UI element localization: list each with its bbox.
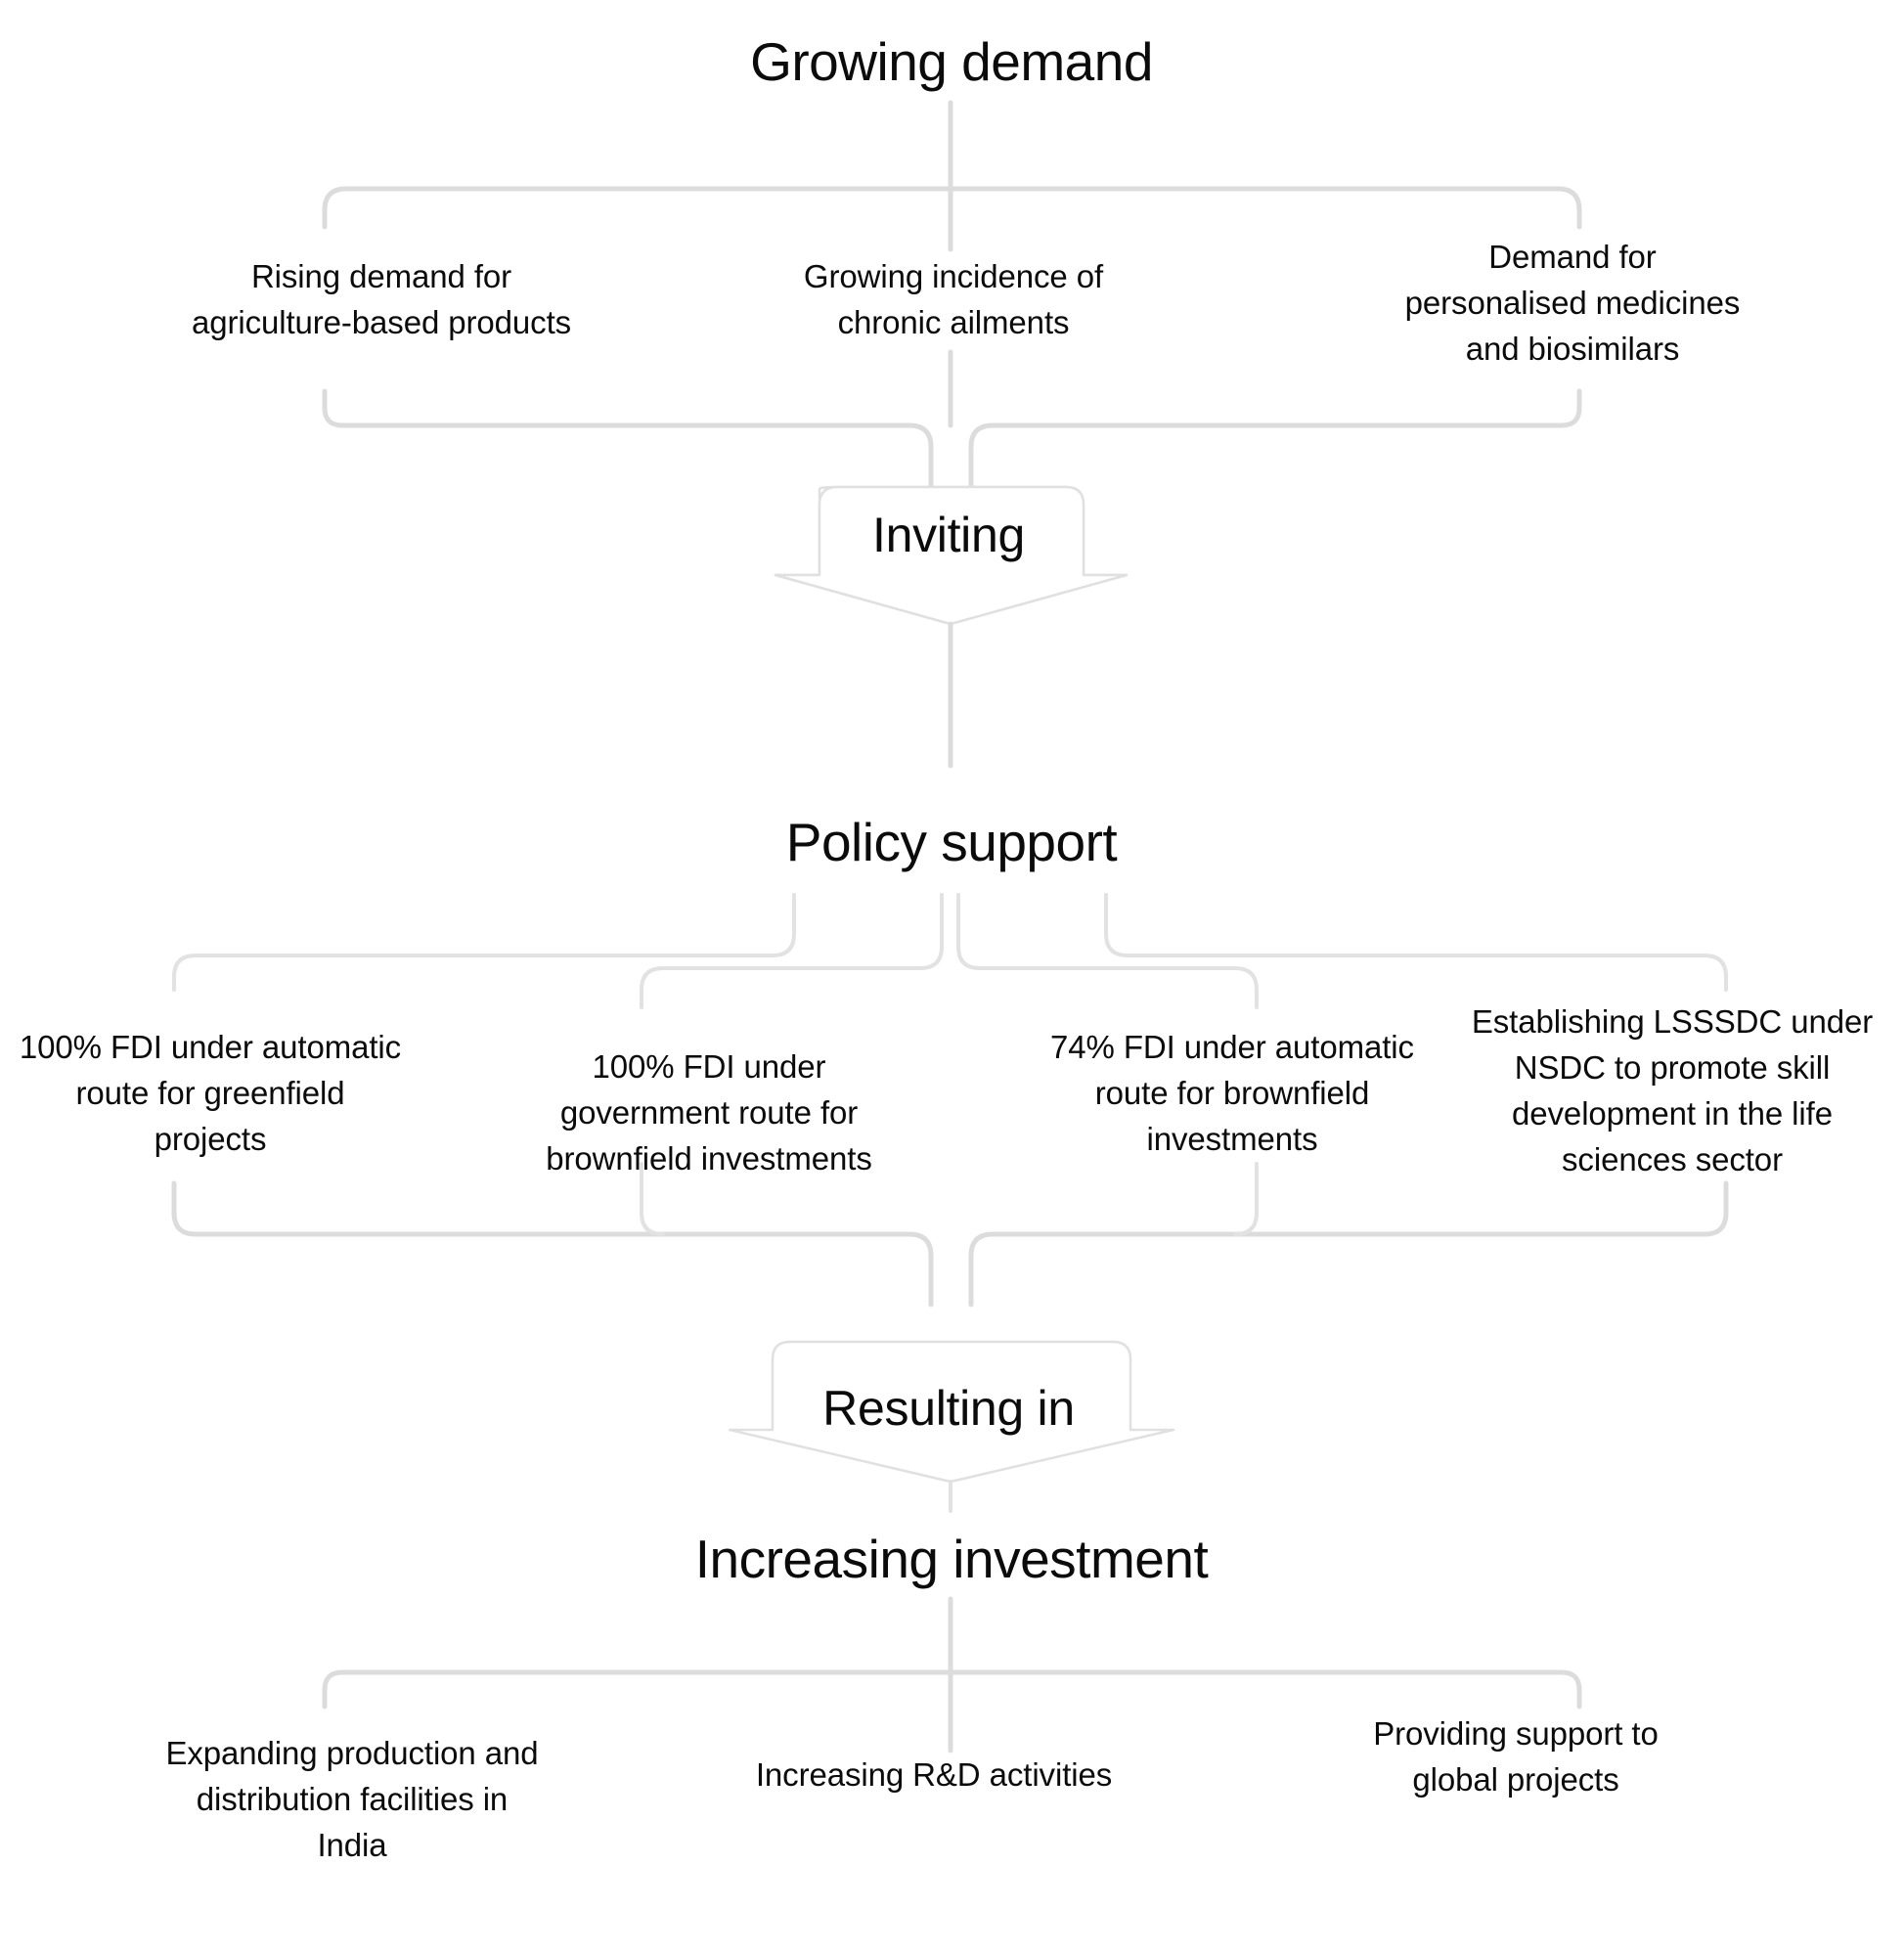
leaf-providing-support-global-projects: Providing support to global projects	[1373, 1715, 1659, 1798]
connector-feed-tier2-inner-left	[640, 1162, 665, 1236]
leaf-increasing-rnd-activities: Increasing R&D activities	[755, 1756, 1113, 1793]
leaf-lsssdc-nsdc-skill-development: Establishing LSSSDC under NSDC to promot…	[1471, 1003, 1874, 1177]
leaf-expanding-production-distribution: Expanding production and distribution fa…	[165, 1735, 539, 1863]
arrow-label-resulting-in: Resulting in	[822, 1381, 1075, 1436]
connector-stem-policy-4	[1104, 893, 1728, 992]
connector-stem-policy-1	[172, 893, 796, 992]
connector-bracket-tier2-bottom-right	[968, 1180, 1729, 1308]
connector-stem-policy-3	[956, 893, 1259, 1009]
heading-growing-demand: Growing demand	[750, 31, 1153, 92]
connector-bracket-tier1-bottom-right	[968, 388, 1582, 492]
connector-stem-policy-2	[640, 893, 944, 1009]
connector-bracket-tier2-bottom-left	[171, 1180, 934, 1308]
heading-increasing-investment: Increasing investment	[694, 1529, 1209, 1589]
connector-bracket-tier1-bottom	[322, 388, 934, 492]
leaf-rising-demand-agriculture: Rising demand for agriculture-based prod…	[191, 258, 572, 340]
connector-feed-tier2-inner-right	[1233, 1162, 1259, 1236]
leaf-fdi-government-brownfield: 100% FDI under government route for brow…	[546, 1048, 872, 1177]
arrow-inviting-shape-outline	[774, 485, 1129, 626]
leaf-fdi-automatic-greenfield: 100% FDI under automatic route for green…	[19, 1029, 402, 1157]
leaf-demand-personalised-medicines: Demand for personalised medicines and bi…	[1404, 239, 1741, 367]
heading-policy-support: Policy support	[785, 812, 1118, 872]
arrow-label-inviting: Inviting	[871, 508, 1026, 562]
arrow-resulting-in-shape	[728, 1340, 1175, 1484]
leaf-growing-incidence-chronic-ailments: Growing incidence of chronic ailments	[803, 258, 1104, 340]
leaf-fdi-automatic-brownfield: 74% FDI under automatic route for brownf…	[1050, 1029, 1414, 1157]
